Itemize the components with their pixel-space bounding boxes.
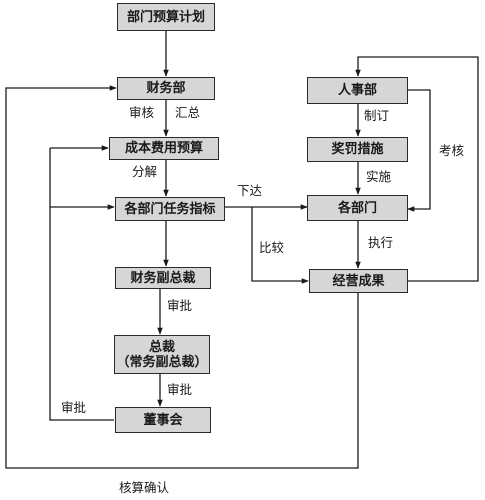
label-approve-board: 审批 [60, 400, 88, 415]
node-dept-budget-plan-text: 部门预算计划 [126, 9, 205, 25]
label-issue: 下达 [236, 183, 264, 198]
arrow-compare [251, 207, 309, 284]
label-summarize: 汇总 [174, 105, 202, 120]
line-board-approve-loop [49, 148, 114, 421]
node-ceo-text-line1: 总裁 [148, 339, 175, 355]
node-hr-dept-text: 人事部 [337, 83, 377, 98]
label-decompose: 分解 [131, 164, 159, 179]
node-ceo: 总裁 （常务副总裁） [114, 335, 210, 374]
node-dept-task-targets-text: 各部门任务指标 [124, 201, 216, 217]
label-formulate: 制订 [363, 108, 391, 123]
node-dept-task-targets: 各部门任务指标 [115, 197, 225, 221]
node-finance-vp: 财务副总裁 [115, 267, 211, 289]
node-board-text: 董事会 [143, 412, 183, 428]
arrow-accounting-confirm [5, 85, 359, 469]
node-departments: 各部门 [307, 195, 408, 221]
node-finance-vp-text: 财务副总裁 [130, 270, 196, 286]
arrow-assess [407, 89, 431, 212]
label-compare: 比较 [258, 240, 286, 255]
label-review: 审核 [128, 105, 156, 120]
label-accounting-confirm: 核算确认 [118, 480, 171, 495]
node-dept-budget-plan: 部门预算计划 [117, 3, 215, 31]
node-cost-budget-text: 成本费用预算 [124, 141, 203, 156]
node-finance-dept: 财务部 [117, 77, 215, 100]
label-approve-ceo: 审批 [166, 382, 194, 397]
node-hr-dept: 人事部 [307, 77, 408, 104]
node-business-results: 经营成果 [309, 269, 408, 293]
node-finance-dept-text: 财务部 [146, 81, 186, 96]
label-implement: 实施 [365, 169, 393, 184]
label-approve-vp: 审批 [166, 298, 194, 313]
node-reward-penalty: 奖罚措施 [307, 137, 408, 162]
node-cost-budget: 成本费用预算 [109, 137, 219, 160]
node-business-results-text: 经营成果 [332, 273, 385, 289]
node-ceo-text-line2: （常务副总裁） [116, 354, 208, 370]
node-board: 董事会 [115, 407, 211, 433]
label-execute: 执行 [367, 235, 395, 250]
label-assess: 考核 [438, 143, 466, 158]
node-reward-penalty-text: 奖罚措施 [331, 142, 384, 157]
arrow-results-to-hr [355, 56, 479, 282]
node-departments-text: 各部门 [337, 200, 377, 216]
